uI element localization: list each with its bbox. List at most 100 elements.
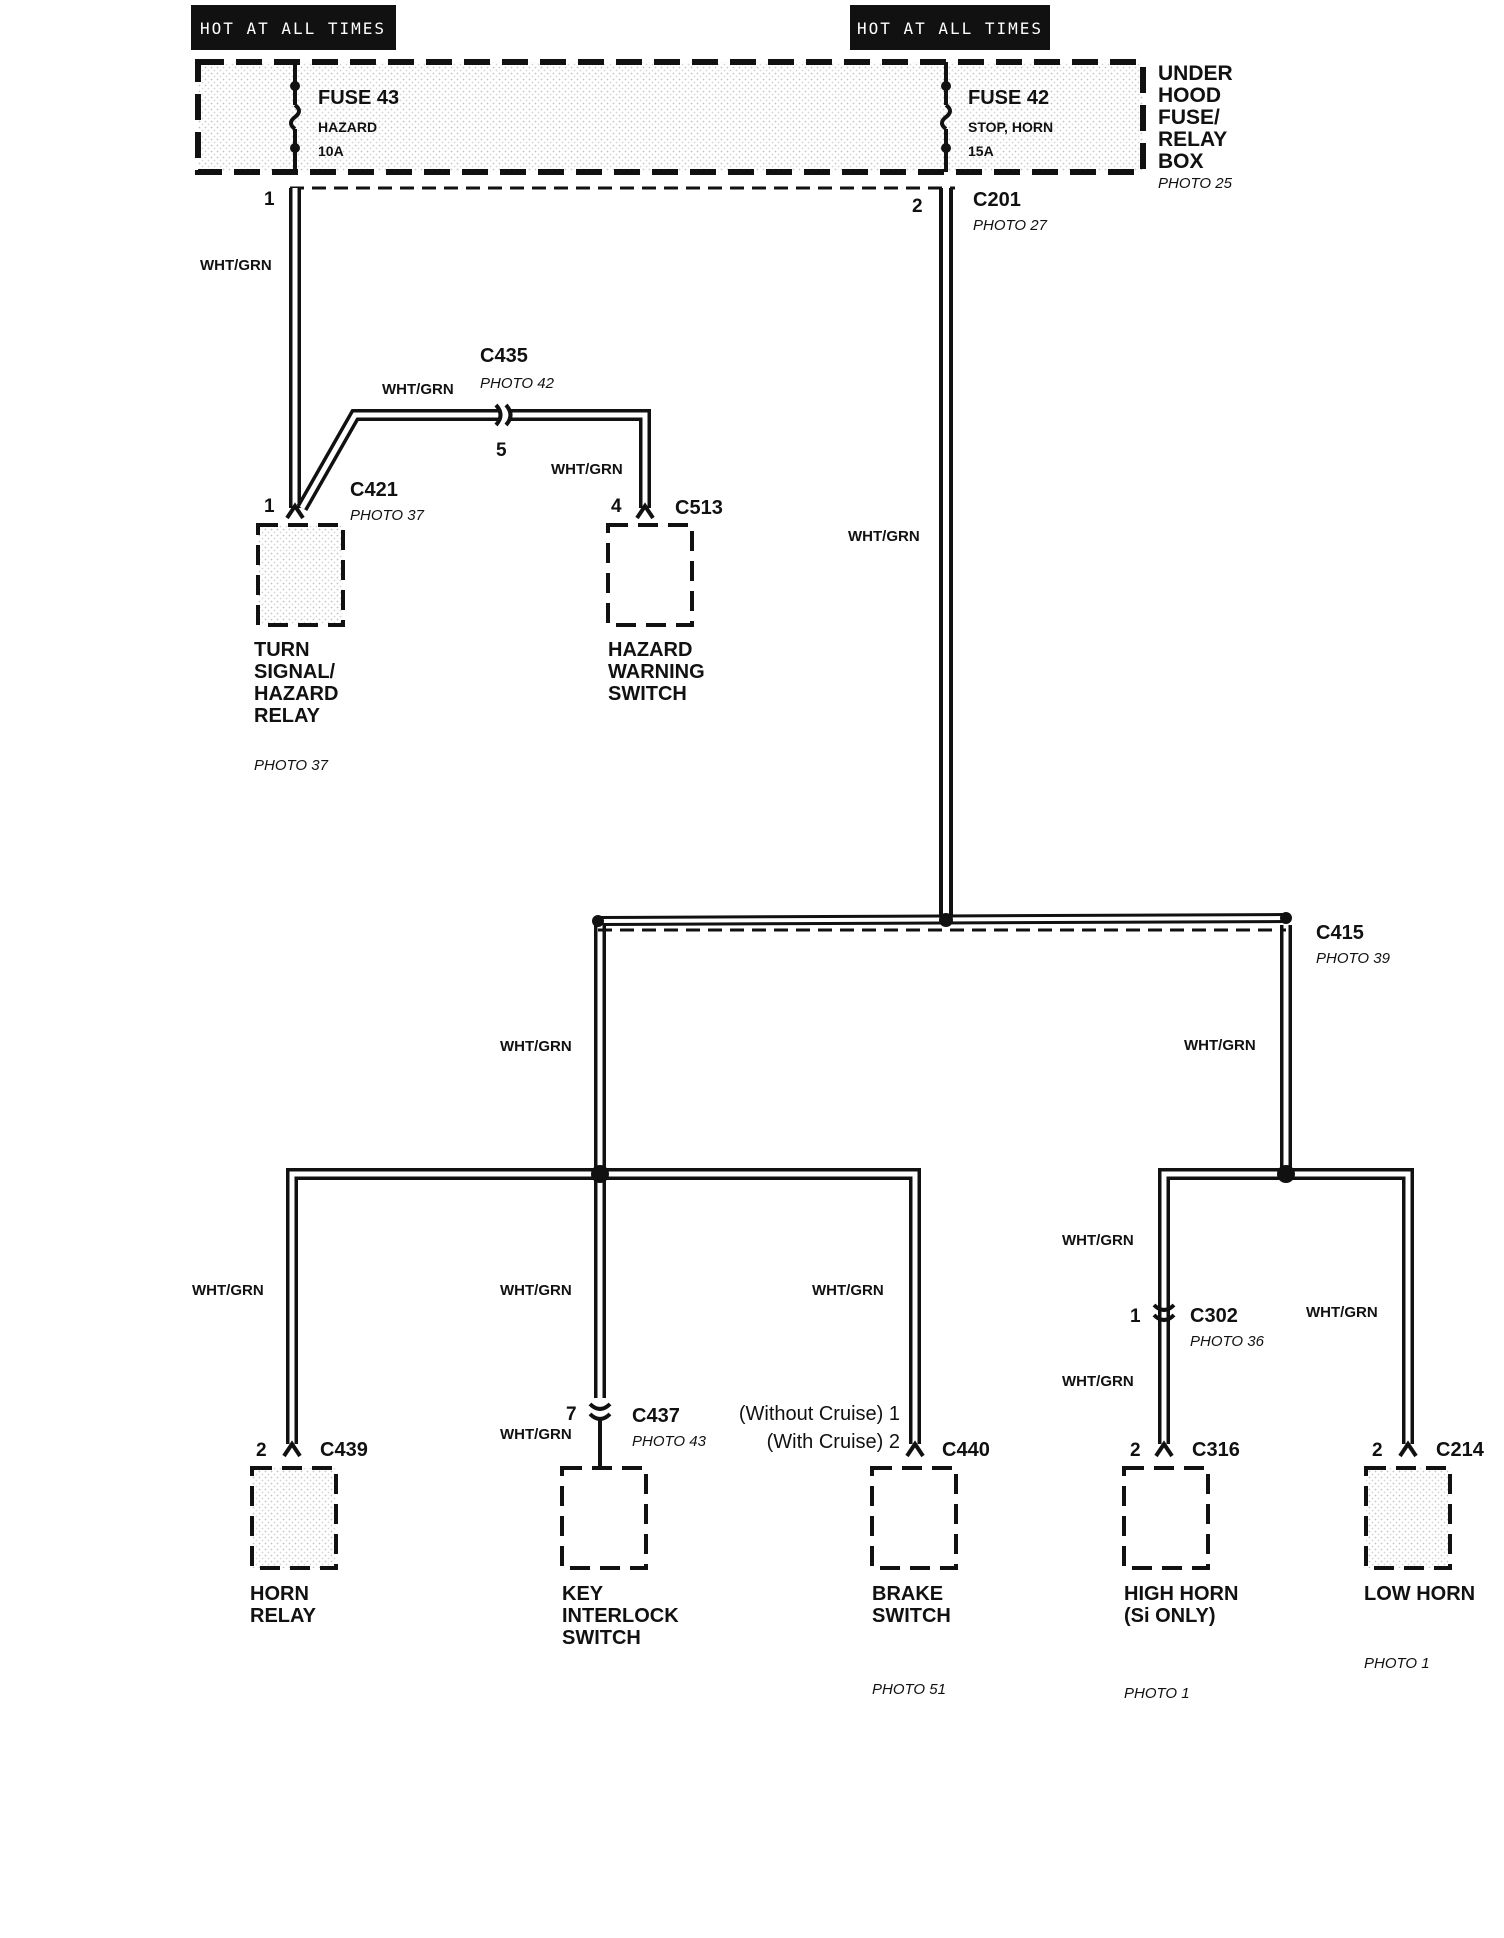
hazard-switch-label: SWITCH bbox=[608, 683, 687, 705]
wire-label: WHT/GRN bbox=[500, 1282, 572, 1299]
connector-c435-label: C435 bbox=[480, 345, 528, 367]
svg-text:RELAY: RELAY bbox=[1158, 128, 1227, 151]
svg-text:15A: 15A bbox=[968, 143, 994, 159]
hot-label-left: HOT AT ALL TIMES bbox=[191, 5, 396, 50]
wire-label: WHT/GRN bbox=[1306, 1304, 1378, 1321]
turn-signal-relay-label: RELAY bbox=[254, 705, 321, 727]
fuse-box: FUSE 43 HAZARD 10A FUSE 42 STOP, HORN 15… bbox=[195, 59, 1233, 192]
connector-c201-photo: PHOTO 27 bbox=[973, 217, 1048, 234]
connector-c437-label: C437 bbox=[632, 1405, 680, 1427]
wire-label: WHT/GRN bbox=[1062, 1373, 1134, 1390]
pin-2-label: 2 bbox=[912, 196, 923, 217]
splice-left bbox=[591, 1165, 609, 1183]
fuse-43-icon bbox=[289, 62, 301, 172]
svg-text:FUSE/: FUSE/ bbox=[1158, 106, 1220, 129]
turn-signal-relay-label: TURN bbox=[254, 639, 310, 661]
connector-c421-icon bbox=[285, 502, 305, 520]
fuse-42-icon bbox=[940, 62, 952, 172]
wire-label: WHT/GRN bbox=[500, 1038, 572, 1055]
connector-c316-pin: 2 bbox=[1130, 1440, 1141, 1461]
wires bbox=[286, 188, 1414, 1466]
connector-c513-label: C513 bbox=[675, 497, 723, 519]
connector-c439-label: C439 bbox=[320, 1439, 368, 1461]
horn-relay-label: RELAY bbox=[250, 1605, 317, 1627]
connector-c421-pin: 1 bbox=[264, 496, 275, 517]
svg-text:10A: 10A bbox=[318, 143, 344, 159]
brake-switch-box bbox=[870, 1466, 958, 1570]
splice-c415-right bbox=[1280, 912, 1292, 924]
svg-text:PHOTO 25: PHOTO 25 bbox=[1158, 175, 1233, 192]
connector-c421-label: C421 bbox=[350, 479, 398, 501]
connector-c316-label: C316 bbox=[1192, 1439, 1240, 1461]
svg-text:HOOD: HOOD bbox=[1158, 84, 1221, 107]
svg-text:FUSE 43: FUSE 43 bbox=[318, 87, 399, 109]
pin-1-label: 1 bbox=[264, 189, 275, 210]
svg-text:BOX: BOX bbox=[1158, 150, 1204, 173]
connector-c435-photo: PHOTO 42 bbox=[480, 375, 555, 392]
connector-c440-pin-with: (With Cruise) 2 bbox=[767, 1431, 900, 1453]
turn-signal-relay-label: SIGNAL/ bbox=[254, 661, 336, 683]
connector-c421-photo: PHOTO 37 bbox=[350, 507, 425, 524]
turn-signal-relay-box bbox=[256, 523, 345, 627]
connector-c415-photo: PHOTO 39 bbox=[1316, 950, 1391, 967]
connector-c302-pin: 1 bbox=[1130, 1306, 1141, 1327]
key-interlock-label: INTERLOCK bbox=[562, 1605, 679, 1627]
brake-switch-label: SWITCH bbox=[872, 1605, 951, 1627]
hazard-switch-box bbox=[606, 523, 694, 627]
brake-switch-label: BRAKE bbox=[872, 1583, 943, 1605]
connector-c437-pin: 7 bbox=[566, 1404, 577, 1425]
svg-text:HAZARD: HAZARD bbox=[318, 119, 377, 135]
connector-c214-icon bbox=[1398, 1440, 1418, 1458]
svg-text:STOP, HORN: STOP, HORN bbox=[968, 119, 1053, 135]
hot-label-right: HOT AT ALL TIMES bbox=[850, 5, 1050, 50]
splice-right bbox=[1277, 1165, 1295, 1183]
connector-c437-photo: PHOTO 43 bbox=[632, 1433, 707, 1450]
svg-text:FUSE 42: FUSE 42 bbox=[968, 87, 1049, 109]
connector-c437-icon bbox=[588, 1402, 612, 1421]
hazard-switch-label: HAZARD bbox=[608, 639, 692, 661]
connector-c214-label: C214 bbox=[1436, 1439, 1485, 1461]
connector-c302-icon bbox=[1152, 1303, 1176, 1322]
turn-signal-relay-label: HAZARD bbox=[254, 683, 338, 705]
low-horn-photo: PHOTO 1 bbox=[1364, 1655, 1430, 1672]
wire-label: WHT/GRN bbox=[812, 1282, 884, 1299]
connector-c201-label: C201 bbox=[973, 189, 1021, 211]
connector-c439-icon bbox=[282, 1440, 302, 1458]
connector-c435-pin: 5 bbox=[496, 440, 507, 461]
connector-c415-label: C415 bbox=[1316, 922, 1364, 944]
svg-text:HOT AT ALL TIMES: HOT AT ALL TIMES bbox=[857, 19, 1043, 38]
wire-c421-c435 bbox=[296, 409, 500, 511]
svg-text:UNDER: UNDER bbox=[1158, 62, 1233, 85]
wire-label: WHT/GRN bbox=[848, 528, 920, 545]
wire-label: WHT/GRN bbox=[200, 257, 272, 274]
low-horn-label: LOW HORN bbox=[1364, 1583, 1475, 1605]
connector-c440-icon bbox=[905, 1440, 925, 1458]
splice-c415-left bbox=[592, 915, 604, 927]
key-interlock-box bbox=[560, 1466, 648, 1570]
high-horn-photo: PHOTO 1 bbox=[1124, 1685, 1190, 1702]
wire-label: WHT/GRN bbox=[1062, 1232, 1134, 1249]
connector-c513-icon bbox=[635, 502, 655, 520]
key-interlock-label: KEY bbox=[562, 1583, 604, 1605]
wire-label: WHT/GRN bbox=[1184, 1037, 1256, 1054]
connector-c440-pin-without: (Without Cruise) 1 bbox=[739, 1403, 900, 1425]
connector-c440-label: C440 bbox=[942, 1439, 990, 1461]
wire-label: WHT/GRN bbox=[192, 1282, 264, 1299]
high-horn-label: (Si ONLY) bbox=[1124, 1605, 1216, 1627]
wire-label: WHT/GRN bbox=[551, 461, 623, 478]
splice-c415-center bbox=[939, 913, 953, 927]
hazard-switch-label: WARNING bbox=[608, 661, 705, 683]
turn-signal-relay-photo: PHOTO 37 bbox=[254, 757, 329, 774]
high-horn-box bbox=[1122, 1466, 1210, 1570]
key-interlock-label: SWITCH bbox=[562, 1627, 641, 1649]
low-horn-box bbox=[1364, 1466, 1452, 1570]
connector-c302-photo: PHOTO 36 bbox=[1190, 1333, 1265, 1350]
connector-c513-pin: 4 bbox=[611, 496, 622, 517]
connector-c439-pin: 2 bbox=[256, 1440, 267, 1461]
connector-c435-icon bbox=[494, 403, 513, 427]
svg-text:HOT AT ALL TIMES: HOT AT ALL TIMES bbox=[200, 19, 386, 38]
connector-c316-icon bbox=[1154, 1440, 1174, 1458]
horn-relay-box bbox=[250, 1466, 338, 1570]
wire-label: WHT/GRN bbox=[382, 381, 454, 398]
